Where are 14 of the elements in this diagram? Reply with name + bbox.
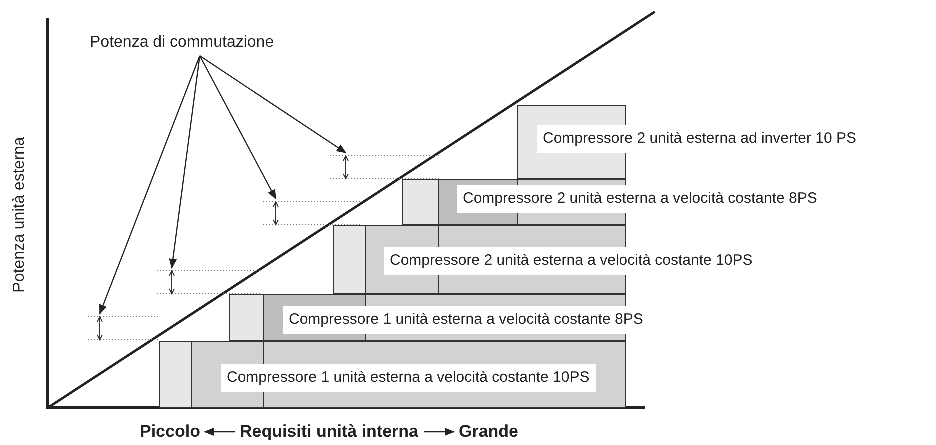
gap-marker [330, 153, 440, 182]
leader-arrow [199, 56, 277, 200]
axis-title: Potenza unità esterna [11, 137, 29, 293]
leader-arrow [200, 56, 347, 154]
leader-arrow [169, 56, 201, 269]
axis-title: Requisiti unità interna [240, 422, 419, 442]
callout-text: Potenza di commutazione [90, 34, 274, 52]
gap-marker [263, 199, 362, 228]
gap-marker [88, 314, 160, 343]
axis-end-label: Grande [459, 422, 519, 442]
axis-end-label: Piccolo [140, 422, 200, 442]
leader-arrow [99, 56, 201, 315]
gap-marker [157, 268, 262, 297]
bar-label: Compressore 1 unità esterna a velocità costante 10PS [221, 364, 596, 392]
